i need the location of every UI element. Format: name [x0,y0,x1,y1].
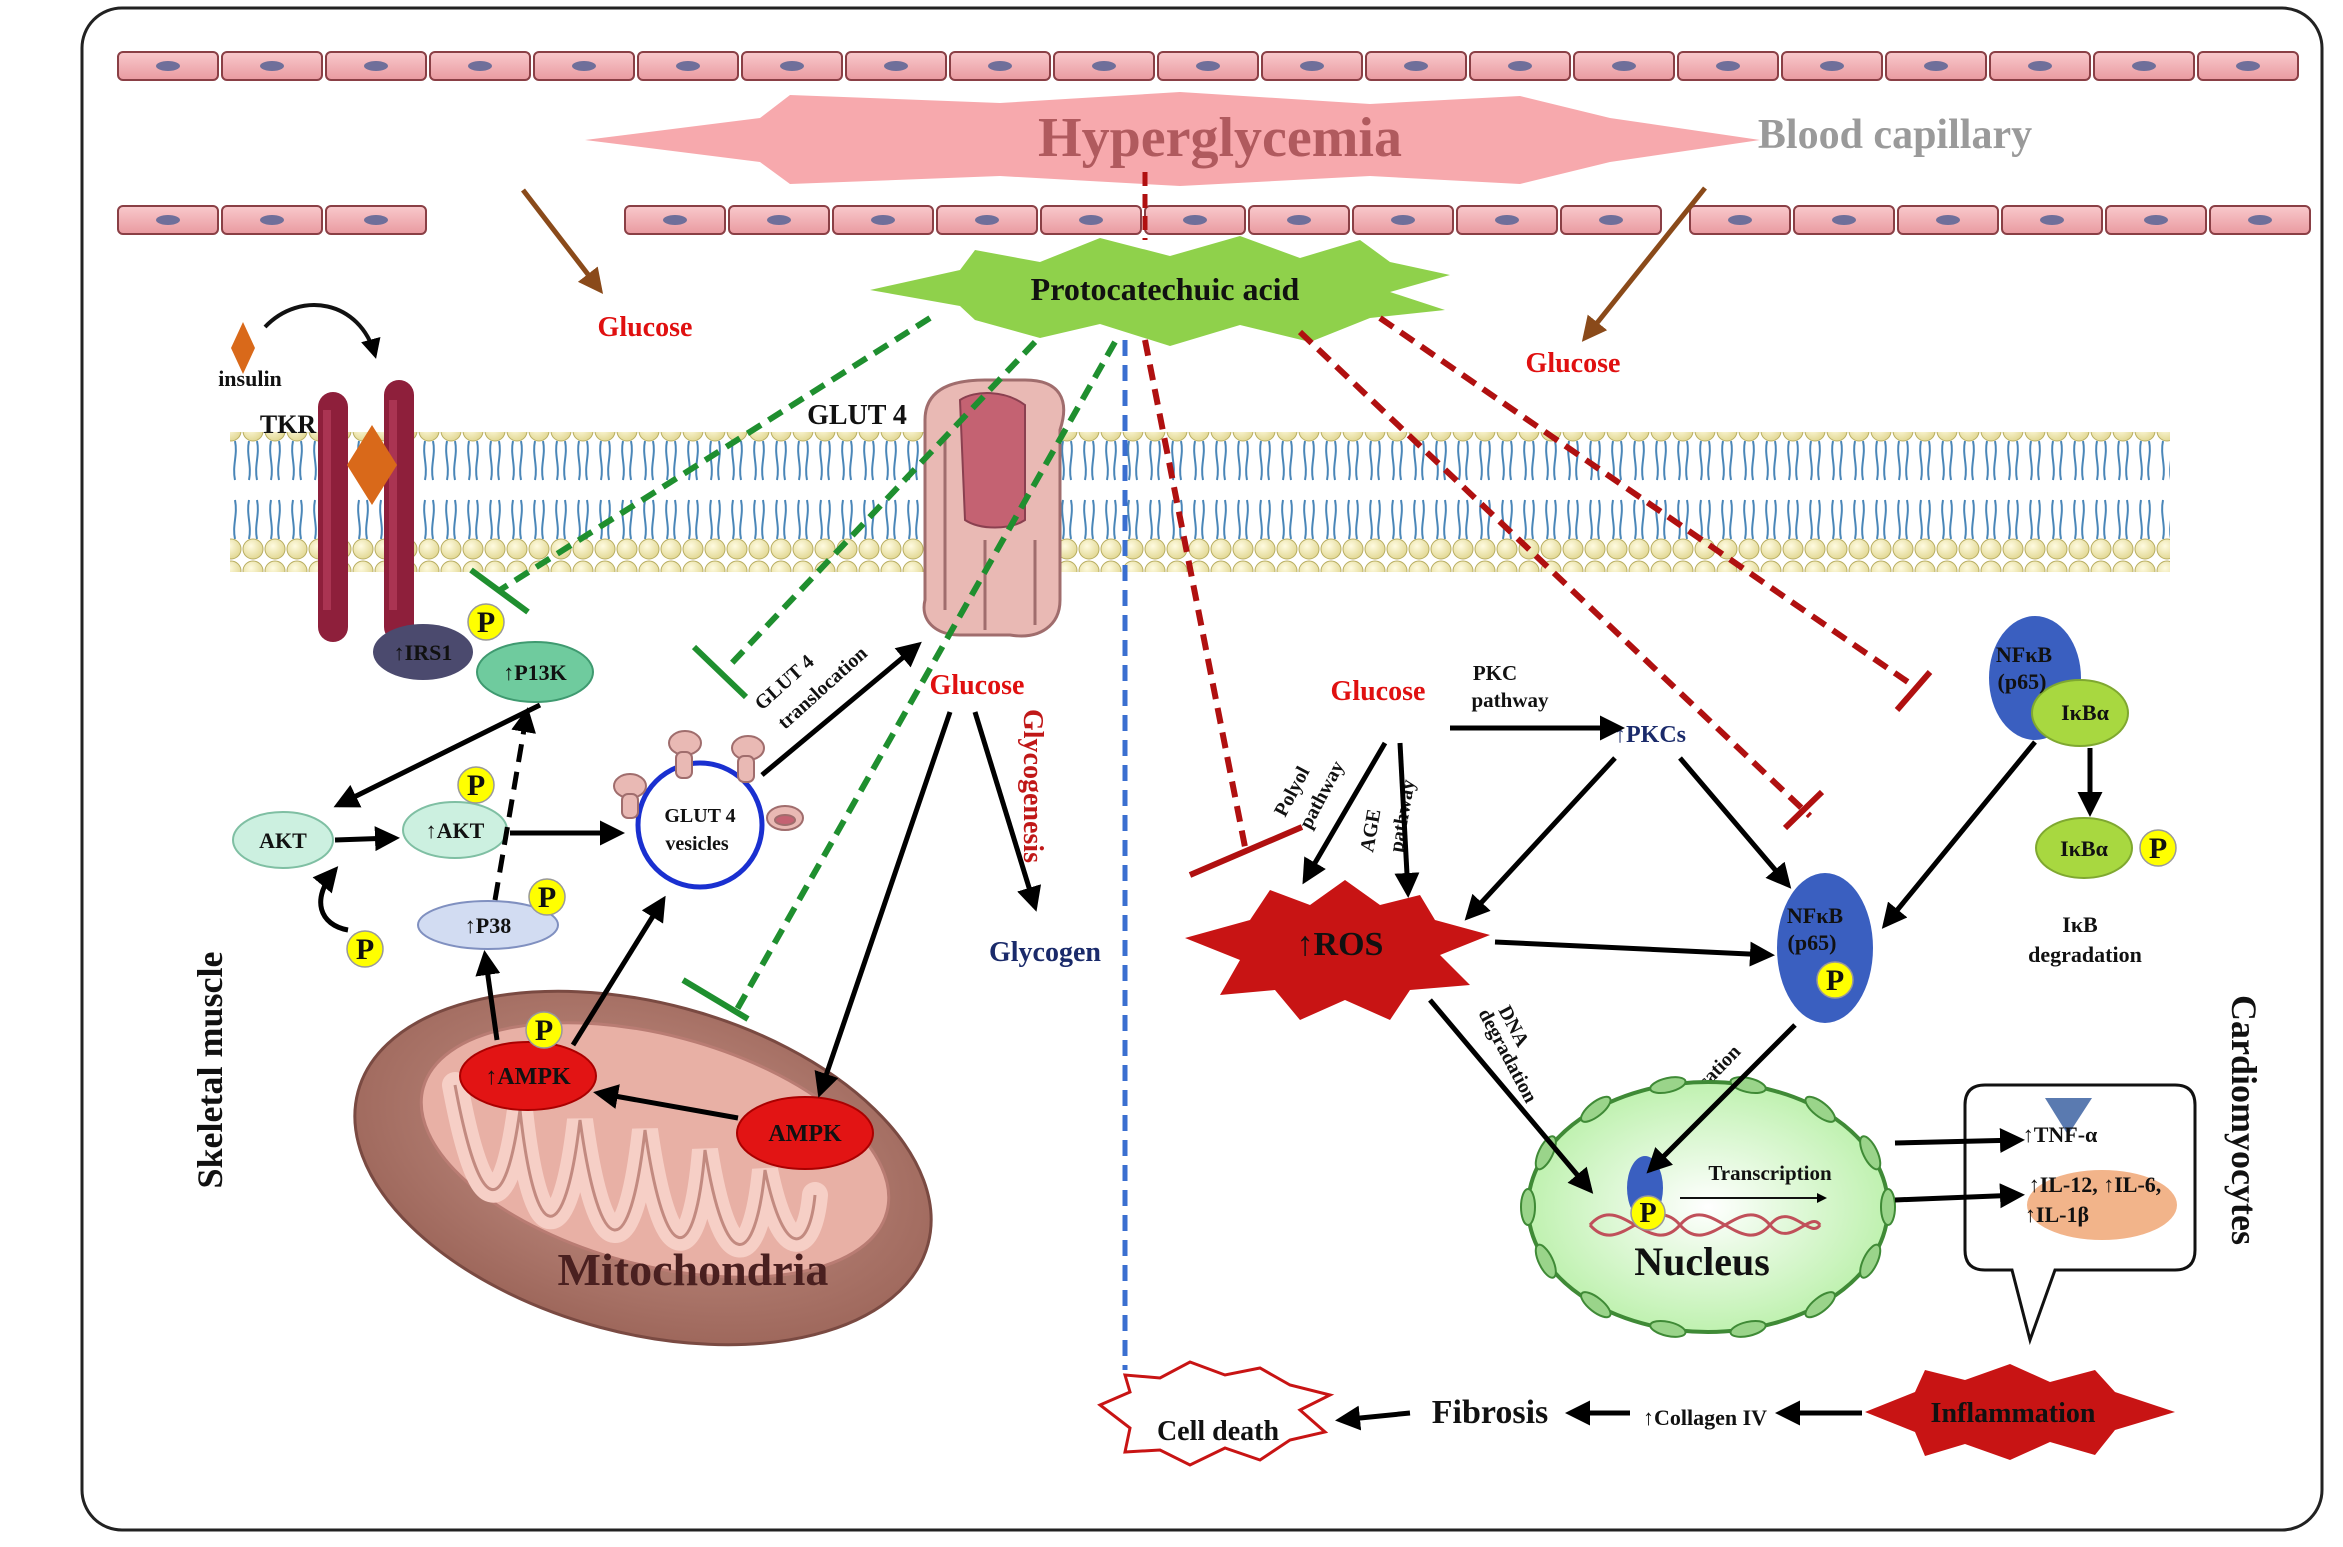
glucose-center-label: Glucose [930,670,1025,701]
nucleus-label: Nucleus [1634,1239,1770,1284]
tnf-triangle [2045,1098,2092,1135]
cardiomyocytes-label: Cardiomyocytes [2224,995,2264,1245]
glucose-right-label: Glucose [1526,348,1621,379]
cell-membrane [230,432,2170,572]
nfkb-top-label: NFκB [1996,642,2053,667]
skeletal-muscle-label: Skeletal muscle [190,952,230,1189]
ampk-label: AMPK [768,1121,842,1147]
il-ellipse [2027,1170,2177,1240]
ikb-degradation-label-2: degradation [2028,942,2142,967]
nfkb-mid-label: NFκB [1787,903,1844,928]
ampk-up-node [459,1041,597,1111]
svg-text:P: P [538,881,556,914]
protocatechuic-acid-label: Protocatechuic acid [1031,271,1300,307]
inflammation-burst [1865,1364,2175,1460]
il-label-2: ↑IL-1β [2025,1202,2089,1227]
right-pathway-arrows [1302,715,2103,1431]
green-inhibition-lines [469,315,1118,1022]
tnf-label: ↑TNF-α [2023,1122,2098,1147]
vesicle-glut4-proteins [613,730,804,831]
protocatechuic-acid-burst [870,236,1450,346]
glucose-cardio-label: Glucose [1331,676,1426,707]
glycogen-label: Glycogen [989,937,1101,968]
irs1-node [373,624,473,680]
capillary-bottom-wall [117,205,2311,235]
glut4-vesicles [635,760,765,890]
phospho-badge-nfkb-label: P [1826,964,1844,997]
akt-label: AKT [259,828,307,853]
phospho-badges-left: P P P P P [346,603,566,1049]
capillary-top-wall [117,51,2299,81]
pkc-pathway-label-1: PKC [1473,661,1517,685]
p38-node [417,900,559,950]
pkc-pathway-label-2: pathway [1471,688,1549,712]
red-inhibition-lines [1142,315,1933,878]
glycogenesis-label: Glycogenesis [1017,709,1048,863]
ampk-up-label: ↑AMPK [485,1064,571,1090]
mitochondria-label: Mitochondria [558,1244,829,1295]
ikb-degradation-label-1: IκB [2062,912,2098,937]
ikba-free-node [2035,817,2133,879]
hyperglycemia-label: Hyperglycemia [1038,107,1402,169]
akt-up-label: ↑AKT [426,818,485,843]
svg-text:P: P [356,933,374,966]
svg-text:P: P [467,769,485,802]
ikba-top-label: IκBα [2061,700,2109,725]
p38-label: ↑P38 [465,913,511,938]
p65-top-label: (p65) [1998,669,2047,694]
glut4-vesicles-label-1: GLUT 4 [664,805,735,827]
glucose-left-label: Glucose [598,312,693,343]
nfkb-ikba-complex [1989,616,2129,747]
insulin-molecule [231,322,255,374]
irs1-label: ↑IRS1 [394,640,453,665]
svg-text:P: P [477,606,495,639]
figure-frame [80,6,2324,1532]
collagen-label: ↑Collagen IV [1643,1405,1767,1430]
il-label-1: ↑IL-12, ↑IL-6, [2029,1172,2162,1197]
p13k-label: ↑P13K [503,660,567,685]
insulin-label: insulin [218,366,282,391]
hyperglycemia-banner [585,92,1760,186]
glut4-vesicles-label-2: vesicles [665,833,729,855]
cell-death-burst [1097,1360,1335,1467]
tkr-label: TKR [260,410,317,439]
svg-text:P: P [535,1014,553,1047]
phospho-badge-label: P [2149,832,2167,865]
akt-node [232,811,334,869]
phospho-badge-nucleus-label: P [1639,1198,1656,1229]
ros-label: ↑ROS [1297,926,1384,963]
nucleus [1520,1076,1896,1338]
phospho-badge-nucleus [1630,1195,1666,1231]
ikba-free-label: IκBα [2060,836,2108,861]
fibrosis-label: Fibrosis [1432,1394,1549,1431]
left-pathway-arrows [312,641,1042,1121]
transcription-label: Transcription [1708,1161,1832,1185]
ros-burst [1185,880,1490,1020]
blood-capillary-label: Blood capillary [1758,112,2032,158]
age-label-1: AGE [1356,807,1385,854]
p13k-node [476,641,594,703]
cell-death-label: Cell death [1157,1416,1280,1447]
insulin-bound [347,425,397,505]
tkr-receptor [318,380,414,642]
mitochondria [353,989,933,1347]
glut4-transporter [922,378,1066,638]
ampk-node [736,1096,874,1170]
phospho-badge [2139,829,2177,867]
phospho-badge-nfkb [1816,961,1854,999]
p65-mid-label: (p65) [1788,930,1837,955]
pkcs-label: ↑PKCs [1614,722,1686,748]
inflammation-label: Inflammation [1931,1398,2096,1429]
glut4-label: GLUT 4 [807,400,907,431]
